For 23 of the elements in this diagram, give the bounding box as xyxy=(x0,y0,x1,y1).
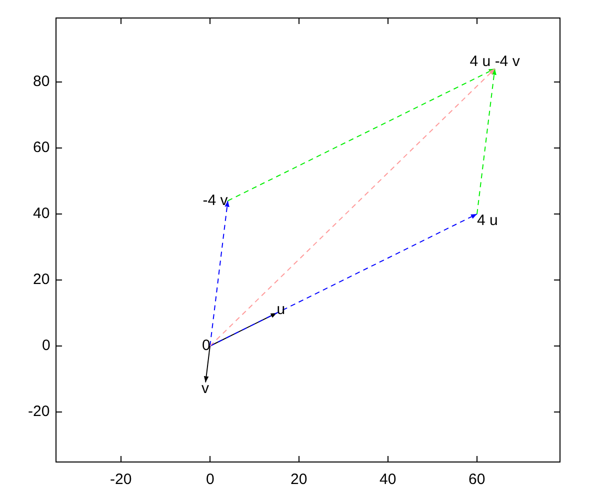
tick-label: 0 xyxy=(42,339,50,353)
tick-label: 0 xyxy=(206,473,214,487)
vector-arrow xyxy=(210,200,230,346)
vector-arrow xyxy=(204,346,210,383)
tick-label: 20 xyxy=(33,273,50,287)
point-label: 4 u xyxy=(477,214,498,228)
vector-arrow xyxy=(227,68,496,202)
tick-label: -20 xyxy=(110,473,132,487)
point-label: -4 v xyxy=(202,194,228,208)
tick-label: 60 xyxy=(33,141,50,155)
tick-label: 40 xyxy=(380,473,396,487)
tick-label: 80 xyxy=(33,75,50,89)
vector-arrow xyxy=(210,214,478,346)
point-label: u xyxy=(276,303,286,317)
tick-label: 60 xyxy=(468,473,486,487)
point-label: 0 xyxy=(202,339,210,353)
tick-label: 40 xyxy=(33,207,50,221)
tick-label: -20 xyxy=(28,405,50,419)
point-label: 4 u -4 v xyxy=(470,54,520,69)
vector-arrow xyxy=(476,68,496,214)
vector-arrow xyxy=(210,68,496,346)
point-label: v xyxy=(202,382,210,396)
tick-label: 20 xyxy=(290,473,308,487)
